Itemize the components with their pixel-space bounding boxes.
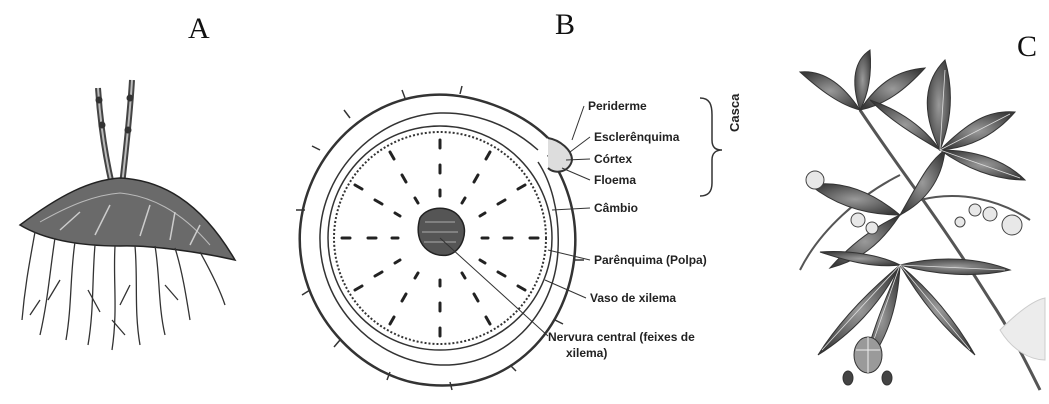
- label-cortex: Córtex: [594, 152, 632, 166]
- cassava-plant-drawing: [800, 50, 1045, 390]
- label-nervura-central-line2: xilema): [566, 346, 607, 360]
- label-floema: Floema: [594, 173, 636, 187]
- label-vaso-de-xilema: Vaso de xilema: [590, 291, 676, 305]
- label-periderme: Periderme: [588, 99, 647, 113]
- label-esclerenquima: Esclerênquima: [594, 130, 679, 144]
- cassava-root-drawing: [20, 80, 235, 350]
- label-cambio: Câmbio: [594, 201, 638, 215]
- label-casca: Casca: [727, 94, 742, 132]
- label-nervura-central-line1: Nervura central (feixes de: [548, 330, 695, 344]
- label-parenquima: Parênquima (Polpa): [594, 253, 707, 267]
